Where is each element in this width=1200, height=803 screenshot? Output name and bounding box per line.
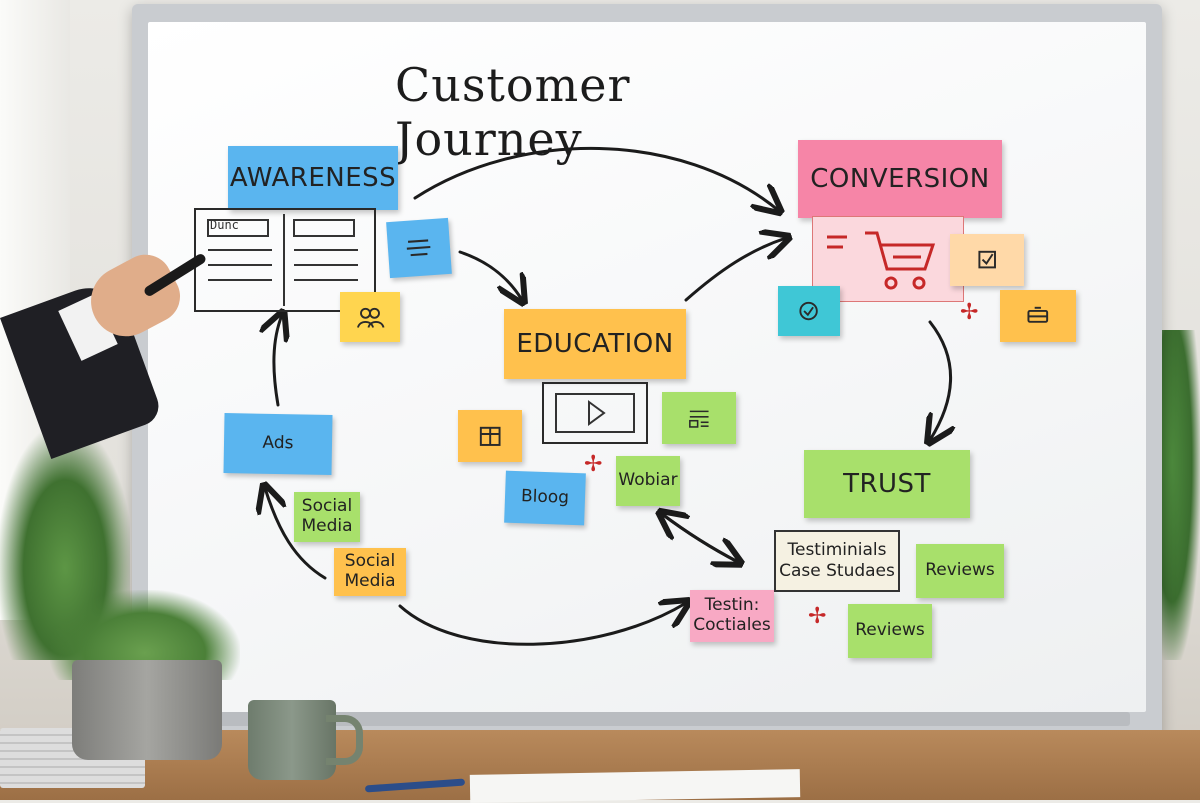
wireframe-lines <box>207 214 358 306</box>
note-people <box>340 292 400 342</box>
mug-handle <box>326 715 363 765</box>
note-reviews-2: Reviews <box>848 604 932 658</box>
note-checkmark <box>778 286 840 336</box>
video-play-icon <box>555 393 635 433</box>
stage-trust: TRUST <box>804 450 970 518</box>
wireframe-sketch <box>194 208 376 312</box>
note-card <box>1000 290 1076 342</box>
stage-education: EDUCATION <box>504 309 686 379</box>
stage-conversion: CONVERSION <box>798 140 1002 218</box>
papers-on-desk <box>469 769 801 803</box>
note-testimonials-pink: Testin: Coctiales <box>690 590 774 642</box>
note-social-media-yellow: Social Media <box>334 548 406 596</box>
stage-awareness: AWARENESS <box>228 146 398 210</box>
red-cross-mark-3: ✢ <box>808 604 827 629</box>
card-icon <box>1027 307 1049 324</box>
chat-lines-icon <box>407 239 431 257</box>
box-testimonials-case-studies: Testiminials Case Studaes <box>774 530 900 592</box>
checkmark-circle-icon <box>799 301 819 321</box>
marker-tray <box>170 712 1130 726</box>
shopping-cart-icon <box>827 231 936 290</box>
note-checklist <box>950 234 1024 286</box>
note-document <box>662 392 736 444</box>
note-webinar: Wobiar <box>616 456 680 506</box>
video-sketch <box>542 382 648 444</box>
red-cross-mark-1: ✢ <box>584 452 603 477</box>
note-reviews-1: Reviews <box>916 544 1004 598</box>
note-calendar <box>458 410 522 462</box>
people-icon <box>357 307 385 328</box>
checklist-icon <box>978 251 996 269</box>
calendar-icon <box>479 427 501 447</box>
background-plant-right <box>1160 330 1200 660</box>
note-ads: Ads <box>223 413 333 475</box>
wireframe-label: Dunc <box>210 218 239 232</box>
note-social-media-green: Social Media <box>294 492 360 542</box>
red-cross-mark-2: ✢ <box>960 300 979 325</box>
plant-pot <box>72 660 222 760</box>
note-blog: Bloog <box>504 470 586 526</box>
document-icon <box>688 410 709 429</box>
board-title: Customer Journey <box>395 58 631 166</box>
note-chat-lines <box>386 217 452 279</box>
coffee-mug <box>248 700 336 780</box>
